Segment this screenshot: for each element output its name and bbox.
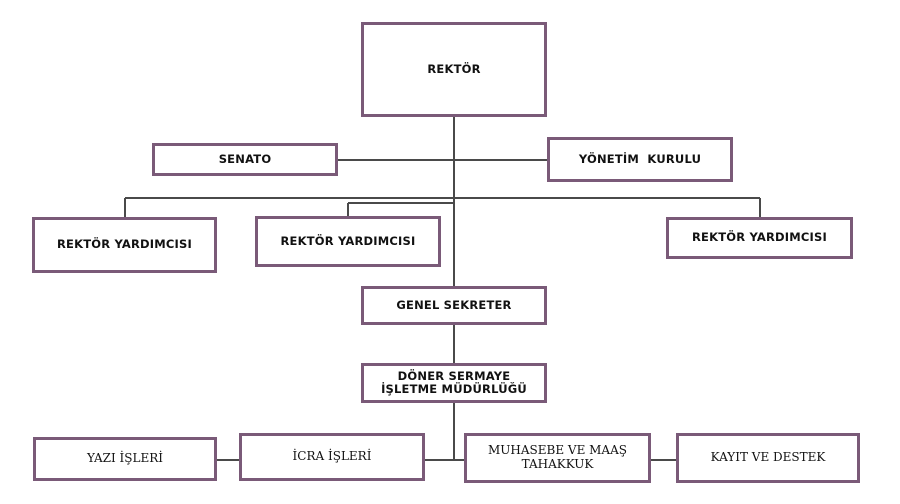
- node-genel-sekreter: GENEL SEKRETER: [361, 286, 547, 325]
- node-rektor-yardimcisi-2-label: REKTÖR YARDIMCISI: [280, 233, 416, 248]
- node-yonetim-kurulu: YÖNETİM KURULU: [547, 137, 733, 182]
- node-rektor-yardimcisi-1: REKTÖR YARDIMCISI: [32, 217, 217, 273]
- node-senato-label: SENATO: [218, 151, 272, 166]
- node-rektor-yardimcisi-3-label: REKTÖR YARDIMCISI: [691, 230, 828, 245]
- node-icra-isleri: İCRA İŞLERİ: [239, 433, 425, 481]
- node-yazi-isleri-label: YAZI İŞLERİ: [86, 451, 163, 466]
- node-kayit-destek-label: KAYIT VE DESTEK: [710, 450, 826, 465]
- node-genel-sekreter-label: GENEL SEKRETER: [396, 297, 512, 312]
- node-muhasebe: MUHASEBE VE MAAŞ TAHAKKUK: [464, 433, 651, 483]
- node-muhasebe-label: MUHASEBE VE MAAŞ TAHAKKUK: [488, 443, 627, 471]
- node-icra-isleri-label: İCRA İŞLERİ: [292, 449, 372, 464]
- node-rektor-yardimcisi-2: REKTÖR YARDIMCISI: [255, 216, 441, 267]
- node-doner-sermaye-label: DÖNER SERMAYE İŞLETME MÜDÜRLÜĞÜ: [381, 368, 527, 396]
- node-rektor: REKTÖR: [361, 22, 547, 117]
- node-rektor-label: REKTÖR: [427, 61, 481, 76]
- node-rektor-yardimcisi-3: REKTÖR YARDIMCISI: [666, 217, 853, 259]
- node-yazi-isleri: YAZI İŞLERİ: [33, 437, 217, 481]
- node-kayit-destek: KAYIT VE DESTEK: [676, 433, 860, 483]
- node-rektor-yardimcisi-1-label: REKTÖR YARDIMCISI: [56, 237, 193, 252]
- node-yonetim-kurulu-label: YÖNETİM KURULU: [578, 151, 702, 166]
- node-senato: SENATO: [152, 143, 338, 176]
- node-doner-sermaye: DÖNER SERMAYE İŞLETME MÜDÜRLÜĞÜ: [361, 363, 547, 403]
